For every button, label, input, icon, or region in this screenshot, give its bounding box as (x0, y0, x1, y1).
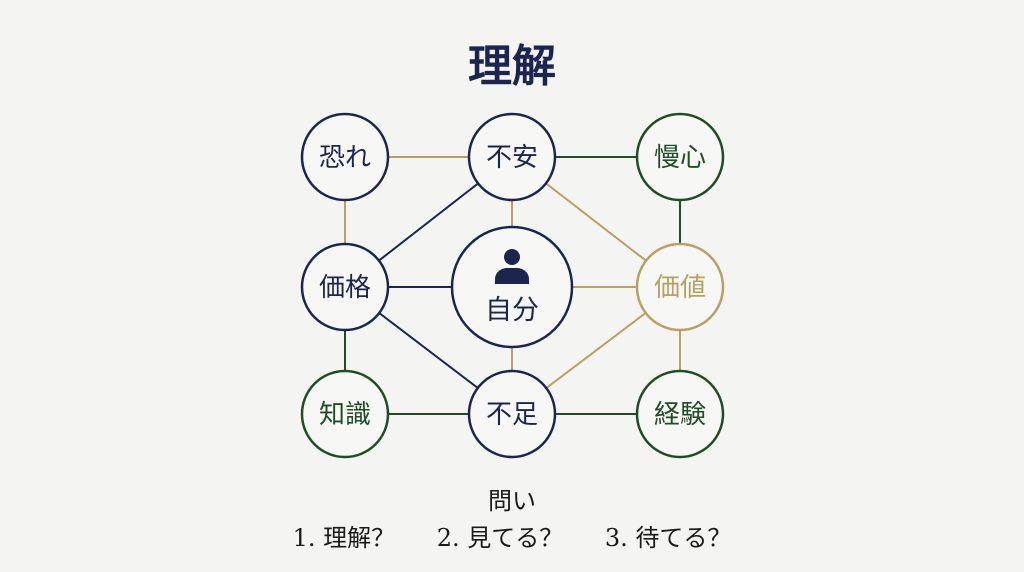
node-self: 自分 (450, 225, 574, 349)
node-label: 恐れ (319, 143, 371, 173)
node-value: 価値 (635, 242, 725, 332)
node-circle (467, 369, 557, 459)
node-circle (635, 242, 725, 332)
node-circle (450, 225, 574, 349)
node-knowledge: 知識 (300, 369, 390, 459)
questions-title: 問い (488, 487, 536, 515)
question-item: 2. 見てる？ (436, 524, 564, 552)
node-label: 価値 (654, 273, 706, 303)
node-experience: 経験 (635, 369, 725, 459)
questions-list: 1. 理解？ 2. 見てる？ 3. 待てる？ (0, 518, 1024, 553)
node-label: 自分 (485, 295, 539, 326)
node-pride: 慢心 (635, 112, 725, 202)
node-label: 価格 (319, 273, 371, 303)
node-label: 知識 (319, 400, 371, 430)
node-label: 不足 (486, 400, 538, 430)
question-item: 3. 待てる？ (604, 524, 732, 552)
page-title: 理解 (468, 41, 556, 92)
node-label: 経験 (654, 400, 706, 430)
node-fear: 恐れ (300, 112, 390, 202)
node-label: 不安 (486, 143, 538, 173)
node-circle (467, 112, 557, 202)
question-item: 1. 理解？ (292, 524, 396, 552)
node-circle (300, 112, 390, 202)
node-circle (300, 242, 390, 332)
node-lack: 不足 (467, 369, 557, 459)
node-circle (300, 369, 390, 459)
node-label: 慢心 (654, 143, 706, 173)
node-circle (635, 369, 725, 459)
node-price: 価格 (300, 242, 390, 332)
node-circle (635, 112, 725, 202)
person-icon (495, 249, 529, 284)
node-anxiety: 不安 (467, 112, 557, 202)
